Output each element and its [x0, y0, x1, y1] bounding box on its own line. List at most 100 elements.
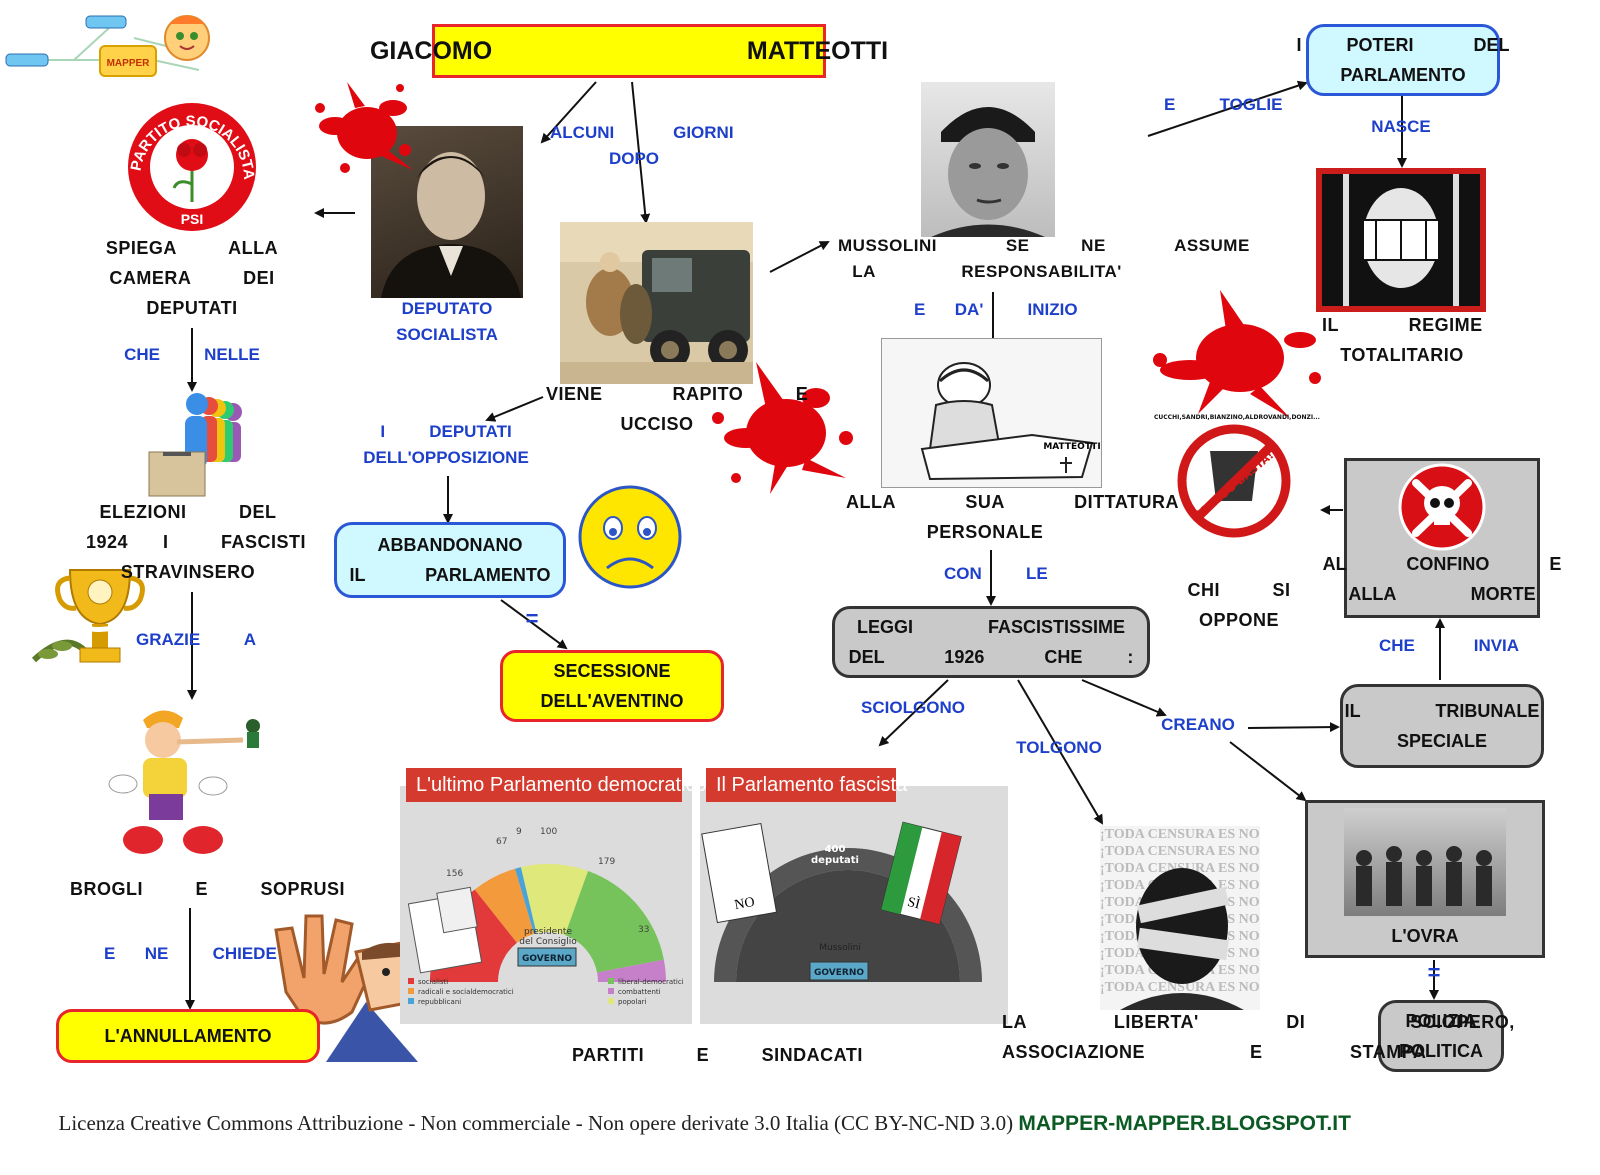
- title-box: GIACOMO MATTEOTTI: [370, 24, 888, 78]
- ovra-text: L'OVRA: [1391, 926, 1459, 946]
- che-nelle-link: CHE NELLE: [124, 345, 260, 364]
- poteri-parlamento-text: I POTERI DEL PARLAMENTO: [1296, 35, 1510, 85]
- legend-swatch: [608, 978, 614, 984]
- creano-link: CREANO: [1161, 715, 1235, 734]
- hemicycle-segment: [564, 871, 664, 973]
- deputato-label: DEPUTATO SOCIALISTA: [396, 299, 498, 344]
- poteri-parlamento-box: I POTERI DEL PARLAMENTO: [1297, 24, 1510, 96]
- legend-swatch: [608, 998, 614, 1004]
- left-parliament-title: L'ultimo Parlamento democratico: [406, 768, 707, 802]
- e-ne-chiede-link: E NE CHIEDE: [104, 944, 277, 963]
- liberta-text: LA LIBERTA' DI SCIOPERO, ASSOCIAZIONE E …: [1002, 1012, 1514, 1062]
- soldiers-photo: [1344, 808, 1506, 916]
- hemicycle-segment: [515, 867, 537, 934]
- right-parliament-title: Il Parlamento fascista: [706, 768, 907, 802]
- legend-swatch: [408, 978, 414, 984]
- rapito-text: VIENE RAPITO E UCCISO: [546, 384, 809, 434]
- si-label: SÌ: [906, 893, 923, 913]
- legend-label: radicali e socialdemocratici: [418, 988, 514, 996]
- legend-swatch: [608, 988, 614, 994]
- parliament-infographic: L'ultimo Parlamento democratico Il Parla…: [400, 768, 1008, 1024]
- title-text: GIACOMO MATTEOTTI: [369, 37, 889, 65]
- governo-label-left: GOVERNO: [522, 954, 572, 964]
- nasce-link: NASCE: [1371, 117, 1431, 136]
- adesso-basta-poster: CUCCHI,SANDRI,BIANZINO,ALDROVANDI,DONZI.…: [1154, 414, 1320, 544]
- site-link[interactable]: MAPPER-MAPPER.BLOGSPOT.IT: [1018, 1112, 1351, 1135]
- skull-crossbones-icon: [1398, 463, 1486, 551]
- tolgono-link: TOLGONO: [1016, 738, 1102, 757]
- polizia-text: POLIZIA POLITICA: [1399, 1011, 1483, 1061]
- leggi-text: LEGGI FASCISTISSIME DEL 1926 CHE :: [848, 617, 1134, 667]
- elezioni-text: ELEZIONI DEL 1924 I FASCISTI STRAVINSERO: [86, 502, 307, 582]
- secessione-text: SECESSIONE DELL'AVENTINO: [540, 661, 684, 711]
- sad-face-icon: [577, 484, 683, 590]
- blood-splat-icon: [706, 358, 856, 498]
- governo-label-right: GOVERNO: [814, 968, 864, 978]
- regime-text: IL REGIME TOTALITARIO: [1322, 315, 1483, 365]
- sciolgono-link: SCIOLGONO: [861, 698, 965, 717]
- annullamento-text: L'ANNULLAMENTO: [104, 1026, 272, 1046]
- mapper-logo-label: MAPPER: [107, 58, 151, 69]
- secessione-box: SECESSIONE DELL'AVENTINO: [500, 650, 724, 722]
- legend-swatch: [408, 998, 414, 1004]
- chi-si-oppone-text: CHI SI OPPONE: [1187, 580, 1291, 630]
- no-label: NO: [733, 895, 756, 913]
- poster-top-text: CUCCHI,SANDRI,BIANZINO,ALDROVANDI,DONZI.…: [1154, 414, 1320, 421]
- hemicycle-segment: [597, 959, 666, 982]
- blood-splat-icon: [305, 78, 420, 178]
- stop-hand-cartoon: [266, 912, 418, 1062]
- abbandonano-box: ABBANDONANO IL PARLAMENTO: [334, 522, 566, 598]
- alcuni-giorni-link: ALCUNI GIORNI DOPO: [550, 123, 734, 168]
- gagged-man-image: [1316, 168, 1486, 312]
- che-invia-link: CHE INVIA: [1378, 636, 1520, 655]
- e-toglie-link: E TOGLIE: [1164, 95, 1283, 114]
- spiega-text: SPIEGA ALLA CAMERA DEI DEPUTATI: [105, 238, 279, 318]
- mussolini-assume-text: MUSSOLINI SE NE ASSUME LA RESPONSABILITA…: [838, 236, 1250, 281]
- kidnapping-illustration: [560, 222, 753, 384]
- equals-ovra-link: =: [1427, 960, 1441, 985]
- tribunale-box: IL TRIBUNALE SPECIALE: [1340, 684, 1544, 768]
- seat-label: 33: [638, 925, 649, 935]
- mussolini-label: Mussolini: [819, 943, 861, 953]
- confino-morte-text: AL CONFINO E ALLA MORTE: [1322, 554, 1562, 604]
- con-le-link: CON LE: [944, 564, 1048, 583]
- mussolini-photo: [921, 82, 1055, 237]
- dittatura-text: ALLA SUA DITTATURA PERSONALE: [846, 492, 1179, 542]
- grazie-a-link: GRAZIE A: [135, 630, 257, 649]
- partiti-sindacati-text: PARTITI E SINDACATI: [572, 1045, 863, 1065]
- voting-icon: [145, 390, 243, 498]
- dictator-coffin-cartoon: MATTEOTTI: [881, 338, 1102, 488]
- psi-logo: PARTITO SOCIALISTA PSI: [122, 100, 262, 234]
- hemicycle-segment: [474, 868, 535, 943]
- seat-label: 156: [446, 869, 463, 879]
- hemicycle-segment: [520, 864, 589, 935]
- coffin-label: MATTEOTTI: [1043, 442, 1100, 452]
- leggi-box: LEGGI FASCISTISSIME DEL 1926 CHE :: [832, 606, 1150, 678]
- seat-label: 179: [598, 857, 615, 867]
- brogli-text: BROGLI E SOPRUSI: [70, 879, 346, 899]
- license-text: Licenza Creative Commons Attribuzione - …: [58, 1111, 1019, 1135]
- censorship-poster: ¡TODA CENSURA ES NOCIVA!¡TODA CENSURA ES…: [1100, 826, 1260, 1010]
- seat-label: 100: [540, 827, 557, 837]
- pinocchio-illustration: [103, 700, 283, 860]
- legend-label: combattenti: [618, 988, 661, 996]
- e-da-inizio-link: E DA' INIZIO: [914, 300, 1078, 319]
- legend-label: liberal-democratici: [618, 978, 684, 986]
- legend-label: popolari: [618, 998, 647, 1006]
- legend-swatch: [408, 988, 414, 994]
- matteotti-photo: [371, 126, 523, 298]
- equals-link: =: [525, 606, 539, 631]
- seat-label: 67: [496, 837, 507, 847]
- psi-bottom-text: PSI: [181, 211, 204, 227]
- abbandonano-text: ABBANDONANO IL PARLAMENTO: [349, 535, 551, 585]
- annullamento-box: L'ANNULLAMENTO: [56, 1009, 320, 1063]
- blood-splat-icon: [1150, 290, 1325, 420]
- seat-label: 9: [516, 827, 522, 837]
- legend-label: repubblicani: [418, 998, 461, 1006]
- mapper-logo: MAPPER: [4, 8, 220, 82]
- trophy-icon: [26, 560, 148, 682]
